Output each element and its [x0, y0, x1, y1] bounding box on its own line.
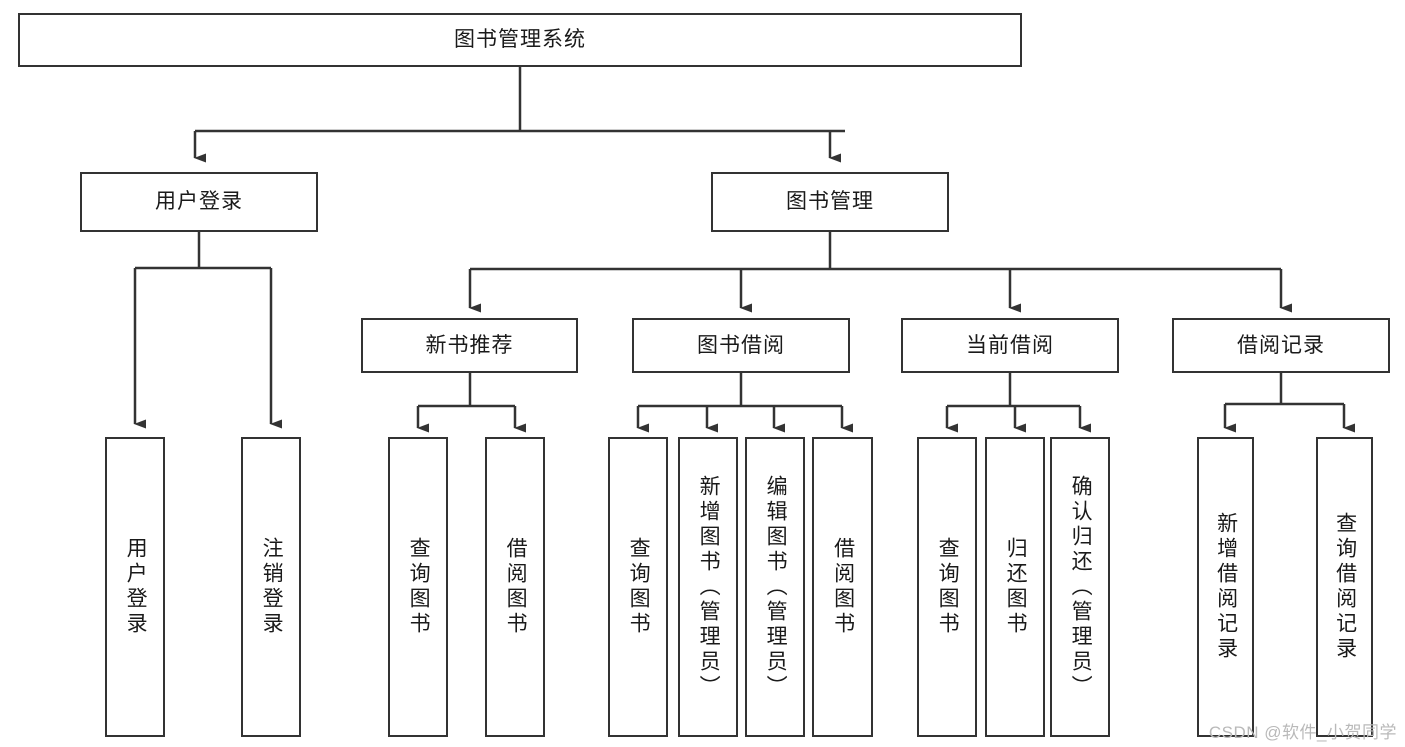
node-leaf-user-logout-label: 注销登录 [260, 537, 284, 637]
node-leaf-query-record[interactable]: 查询借阅记录 [1316, 437, 1373, 737]
node-borrow-record-label: 借阅记录 [1237, 333, 1325, 357]
node-leaf-query-book-3-label: 查询图书 [936, 537, 960, 637]
node-borrow-record[interactable]: 借阅记录 [1172, 318, 1390, 373]
node-leaf-confirm-return[interactable]: 确认归还（管理员） [1050, 437, 1110, 737]
node-leaf-add-book-label: 新增图书（管理员） [697, 474, 721, 700]
node-leaf-add-record-label: 新增借阅记录 [1214, 512, 1238, 662]
node-leaf-query-book-2[interactable]: 查询图书 [608, 437, 668, 737]
node-leaf-user-login-label: 用户登录 [124, 537, 148, 637]
node-leaf-confirm-return-label: 确认归还（管理员） [1069, 474, 1093, 700]
node-leaf-query-book-1[interactable]: 查询图书 [388, 437, 448, 737]
node-current-borrow-label: 当前借阅 [966, 333, 1054, 357]
node-user-login[interactable]: 用户登录 [80, 172, 318, 232]
node-leaf-borrow-book-1[interactable]: 借阅图书 [485, 437, 545, 737]
watermark: CSDN @软件_小贺同学 [1208, 723, 1397, 742]
node-leaf-add-book[interactable]: 新增图书（管理员） [678, 437, 738, 737]
node-book-management[interactable]: 图书管理 [711, 172, 949, 232]
node-leaf-user-logout[interactable]: 注销登录 [241, 437, 301, 737]
node-leaf-query-book-2-label: 查询图书 [627, 537, 651, 637]
node-root[interactable]: 图书管理系统 [18, 13, 1022, 67]
node-leaf-edit-book-label: 编辑图书（管理员） [764, 474, 788, 700]
node-leaf-return-book[interactable]: 归还图书 [985, 437, 1045, 737]
node-book-borrow[interactable]: 图书借阅 [632, 318, 850, 373]
node-leaf-return-book-label: 归还图书 [1004, 537, 1028, 637]
node-new-book-recommend-label: 新书推荐 [425, 333, 514, 357]
node-leaf-query-book-1-label: 查询图书 [407, 537, 431, 637]
node-leaf-query-book-3[interactable]: 查询图书 [917, 437, 977, 737]
node-book-borrow-label: 图书借阅 [697, 333, 785, 357]
node-root-label: 图书管理系统 [454, 28, 586, 52]
node-new-book-recommend[interactable]: 新书推荐 [361, 318, 578, 373]
node-leaf-edit-book[interactable]: 编辑图书（管理员） [745, 437, 805, 737]
node-book-management-label: 图书管理 [786, 190, 874, 214]
node-user-login-label: 用户登录 [155, 190, 243, 214]
node-current-borrow[interactable]: 当前借阅 [901, 318, 1119, 373]
node-leaf-add-record[interactable]: 新增借阅记录 [1197, 437, 1254, 737]
node-leaf-borrow-book-2[interactable]: 借阅图书 [812, 437, 873, 737]
node-leaf-borrow-book-1-label: 借阅图书 [504, 537, 528, 637]
node-leaf-user-login[interactable]: 用户登录 [105, 437, 165, 737]
node-leaf-query-record-label: 查询借阅记录 [1333, 512, 1357, 662]
node-leaf-borrow-book-2-label: 借阅图书 [831, 537, 855, 637]
